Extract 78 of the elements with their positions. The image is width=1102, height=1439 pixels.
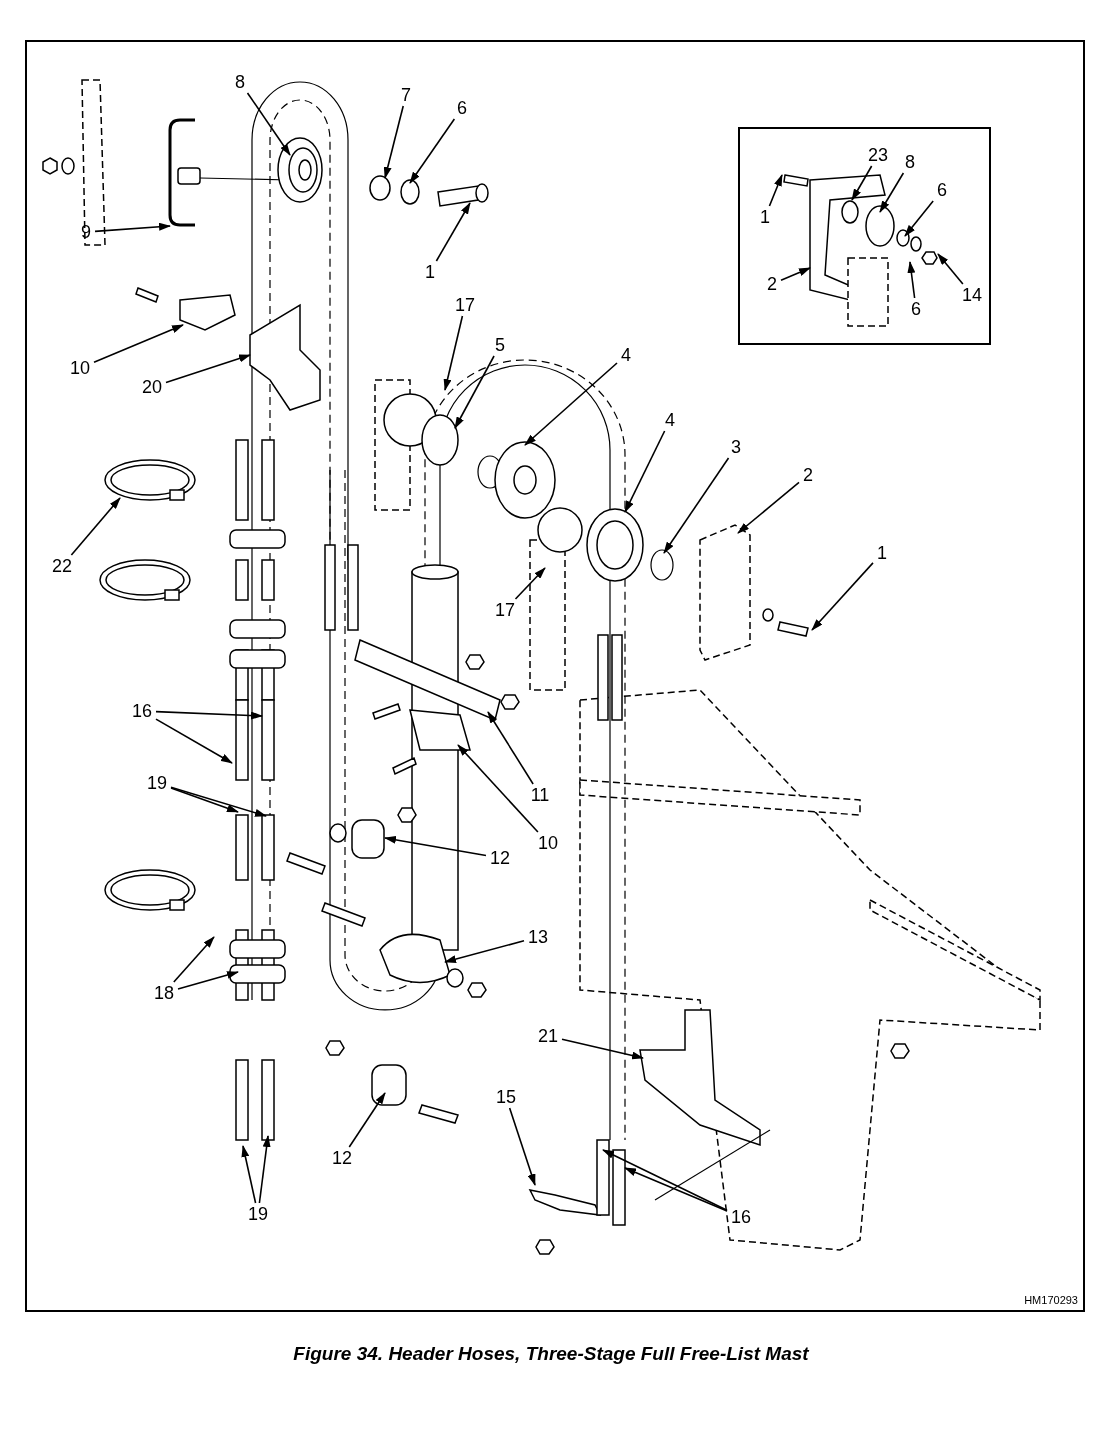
callout-number: 11 [530, 786, 550, 804]
callout-number: 16 [132, 702, 152, 720]
leader-line [879, 172, 905, 213]
drawing-number: HM170293 [1024, 1293, 1078, 1308]
callout-number: 3 [731, 438, 741, 456]
leader-line [246, 92, 291, 156]
callout-number: 12 [490, 849, 510, 867]
callout-number: 12 [332, 1149, 352, 1167]
leader-line [348, 1092, 386, 1148]
callout-number: 22 [52, 557, 72, 575]
leader-line [444, 939, 525, 963]
leader-line [937, 253, 964, 285]
leader-line [561, 1038, 644, 1060]
callout-number: 4 [621, 346, 631, 364]
leader-line [94, 222, 171, 233]
leader-line [524, 362, 618, 446]
leader-line [241, 1145, 257, 1204]
leader-line [409, 118, 456, 184]
leader-line [514, 567, 546, 600]
leader-line [907, 261, 916, 299]
leader-line [177, 971, 239, 990]
callout-number: 1 [425, 263, 435, 281]
callout-number: 23 [868, 146, 888, 164]
leader-line [155, 718, 233, 764]
callout-number: 7 [401, 86, 411, 104]
leader-line [165, 354, 251, 384]
callout-number: 8 [235, 73, 245, 91]
callout-number: 17 [495, 601, 515, 619]
callout-number: 16 [731, 1208, 751, 1226]
leader-line [435, 202, 471, 262]
leader-line [170, 786, 267, 817]
callout-number: 8 [905, 153, 915, 171]
leader-line [780, 267, 811, 281]
callout-number: 19 [147, 774, 167, 792]
leader-line [624, 1167, 728, 1212]
callout-number: 4 [665, 411, 675, 429]
leader-line [93, 324, 184, 363]
leader-line [904, 200, 934, 237]
leader-line [383, 105, 405, 179]
leader-line [851, 165, 873, 201]
callout-number: 6 [937, 181, 947, 199]
callout-number: 13 [528, 928, 548, 946]
callout-number: 21 [538, 1027, 558, 1045]
callout-number: 15 [496, 1088, 516, 1106]
callout-number: 1 [877, 544, 887, 562]
callout-number: 20 [142, 378, 162, 396]
callout-number: 19 [248, 1205, 268, 1223]
callout-number: 5 [495, 336, 505, 354]
inset-frame [738, 127, 991, 345]
callout-number: 17 [455, 296, 475, 314]
callout-number: 14 [962, 286, 982, 304]
callout-number: 10 [538, 834, 558, 852]
leader-line [155, 710, 263, 720]
leader-line [624, 430, 666, 513]
figure-caption: Figure 34. Header Hoses, Three-Stage Full Free-List Mast [292, 1342, 810, 1366]
callout-number: 1 [760, 208, 770, 226]
callout-number: 2 [767, 275, 777, 293]
callout-number: 6 [457, 99, 467, 117]
leader-line [443, 315, 464, 391]
callout-number: 9 [81, 223, 91, 241]
callout-number: 10 [70, 359, 90, 377]
leader-line [602, 1149, 728, 1211]
callout-number: 18 [154, 984, 174, 1002]
leader-line [258, 1135, 271, 1204]
callout-number: 6 [911, 300, 921, 318]
leader-line [487, 711, 534, 785]
leader-line [457, 744, 539, 833]
leader-line [768, 174, 783, 207]
callout-number: 2 [803, 466, 813, 484]
leader-line [663, 457, 730, 554]
leader-line [811, 562, 874, 631]
leader-line [454, 355, 495, 429]
leader-line [737, 481, 800, 534]
leader-line [173, 936, 215, 983]
leader-line [384, 835, 487, 857]
leader-line [508, 1107, 536, 1186]
leader-line [170, 787, 239, 813]
leader-line [70, 497, 121, 556]
